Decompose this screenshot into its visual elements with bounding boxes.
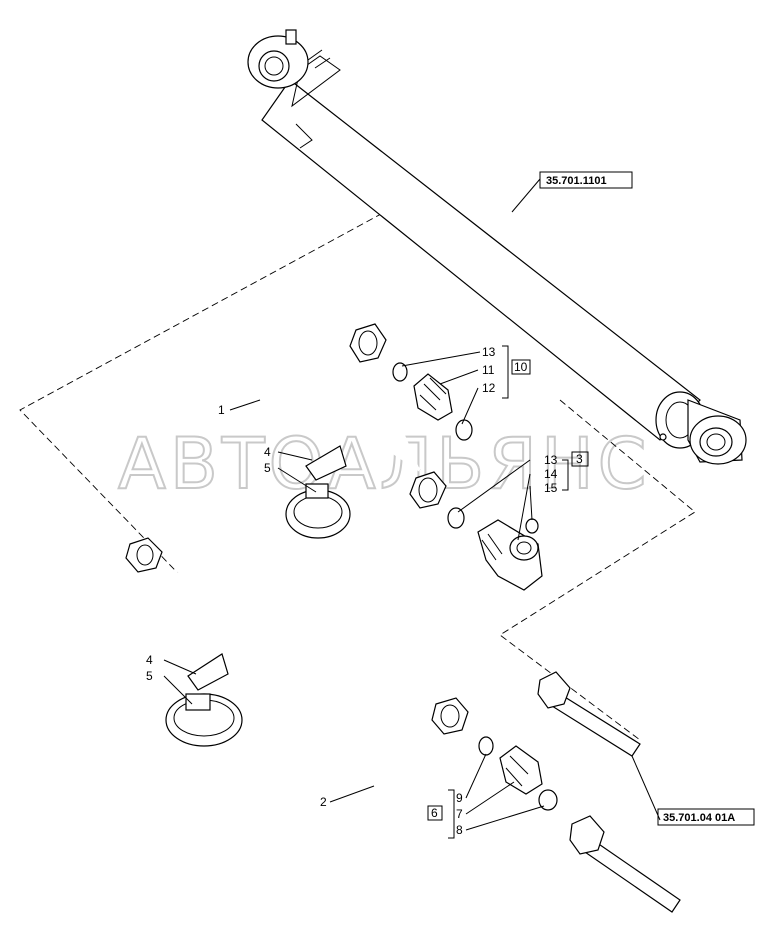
group-6-box (427, 805, 443, 821)
o-ring-13b (447, 507, 465, 529)
adapter-7 (499, 745, 543, 795)
pipe-ref-label: 35.701.04 01A (663, 812, 735, 824)
o-ring-9 (478, 736, 494, 756)
group-10-label: 10 (514, 360, 528, 374)
callout-7: 7 (456, 807, 463, 821)
pipe-ref-box (657, 808, 755, 826)
callout-2: 2 (320, 795, 327, 809)
o-ring-15 (525, 518, 539, 534)
elbow-fitting-14 (477, 519, 543, 591)
hydraulic-cylinder (247, 29, 747, 465)
callout-9: 9 (456, 791, 463, 805)
callout-8: 8 (456, 823, 463, 837)
cylinder-ref-box (539, 171, 633, 189)
o-ring-13a (392, 362, 408, 382)
group-10-box (511, 359, 531, 375)
callout-1: 1 (218, 403, 225, 417)
callout-13a: 13 (482, 345, 496, 359)
callout-15: 15 (544, 481, 558, 495)
callout-11: 11 (482, 363, 495, 377)
o-ring-8 (538, 789, 558, 811)
callout-5b: 5 (146, 669, 153, 683)
clamp-lower (165, 653, 243, 747)
pipe-assembly-right (537, 671, 681, 913)
group-6-label: 6 (431, 806, 438, 820)
callout-14: 14 (544, 467, 558, 481)
adapter-11 (413, 373, 453, 421)
pipe-1 (253, 311, 447, 509)
callout-4a: 4 (264, 445, 271, 459)
pipe-2 (125, 537, 469, 786)
clamp-upper (285, 445, 351, 539)
callout-4b: 4 (146, 653, 153, 667)
group-3-label: 3 (576, 452, 583, 466)
callout-5a: 5 (264, 461, 271, 475)
o-ring-12 (455, 419, 473, 441)
callout-13b: 13 (544, 453, 558, 467)
group-3-box (571, 451, 589, 467)
callout-12: 12 (482, 381, 496, 395)
cylinder-ref-label: 35.701.1101 (546, 175, 607, 187)
